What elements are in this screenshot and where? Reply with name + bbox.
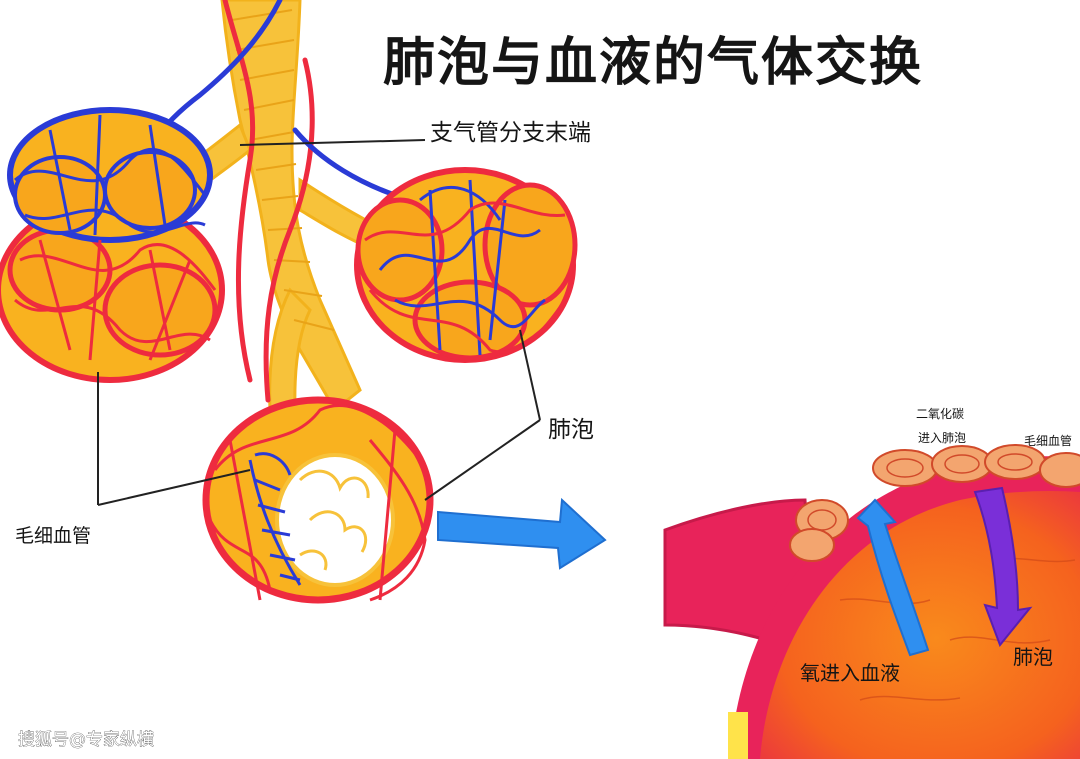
bronchiole-tree <box>172 0 388 413</box>
label-co2-line2: 进入肺泡 <box>918 431 966 445</box>
watermark: 搜狐号@专家纵横 <box>18 730 154 750</box>
alveolus-cluster-top-left <box>0 107 225 383</box>
zoom-arrow <box>437 497 607 570</box>
zoom-inset <box>663 444 1080 759</box>
label-alveolus: 肺泡 <box>548 417 594 443</box>
label-capillary-partial-clip: 毛细血管 <box>1024 433 1072 448</box>
label-zoom-alveolus: 肺泡 <box>1013 645 1053 669</box>
leader-lines <box>97 139 541 506</box>
co2-arrow <box>973 486 1033 647</box>
label-capillary-partial: 毛细血管 <box>1024 433 1072 448</box>
label-bronchiole-end: 支气管分支末端 <box>430 120 591 146</box>
oxygen-arrow <box>856 498 930 657</box>
label-capillary: 毛细血管 <box>15 525 91 547</box>
label-oxygen-into-blood: 氧进入血液 <box>800 661 900 685</box>
label-co2-line1: 二氧化碳 <box>916 407 964 421</box>
alveolus-cluster-right <box>354 167 578 363</box>
page-title: 肺泡与血液的气体交换 <box>383 33 923 93</box>
alveolus-cluster-bottom <box>202 396 434 604</box>
